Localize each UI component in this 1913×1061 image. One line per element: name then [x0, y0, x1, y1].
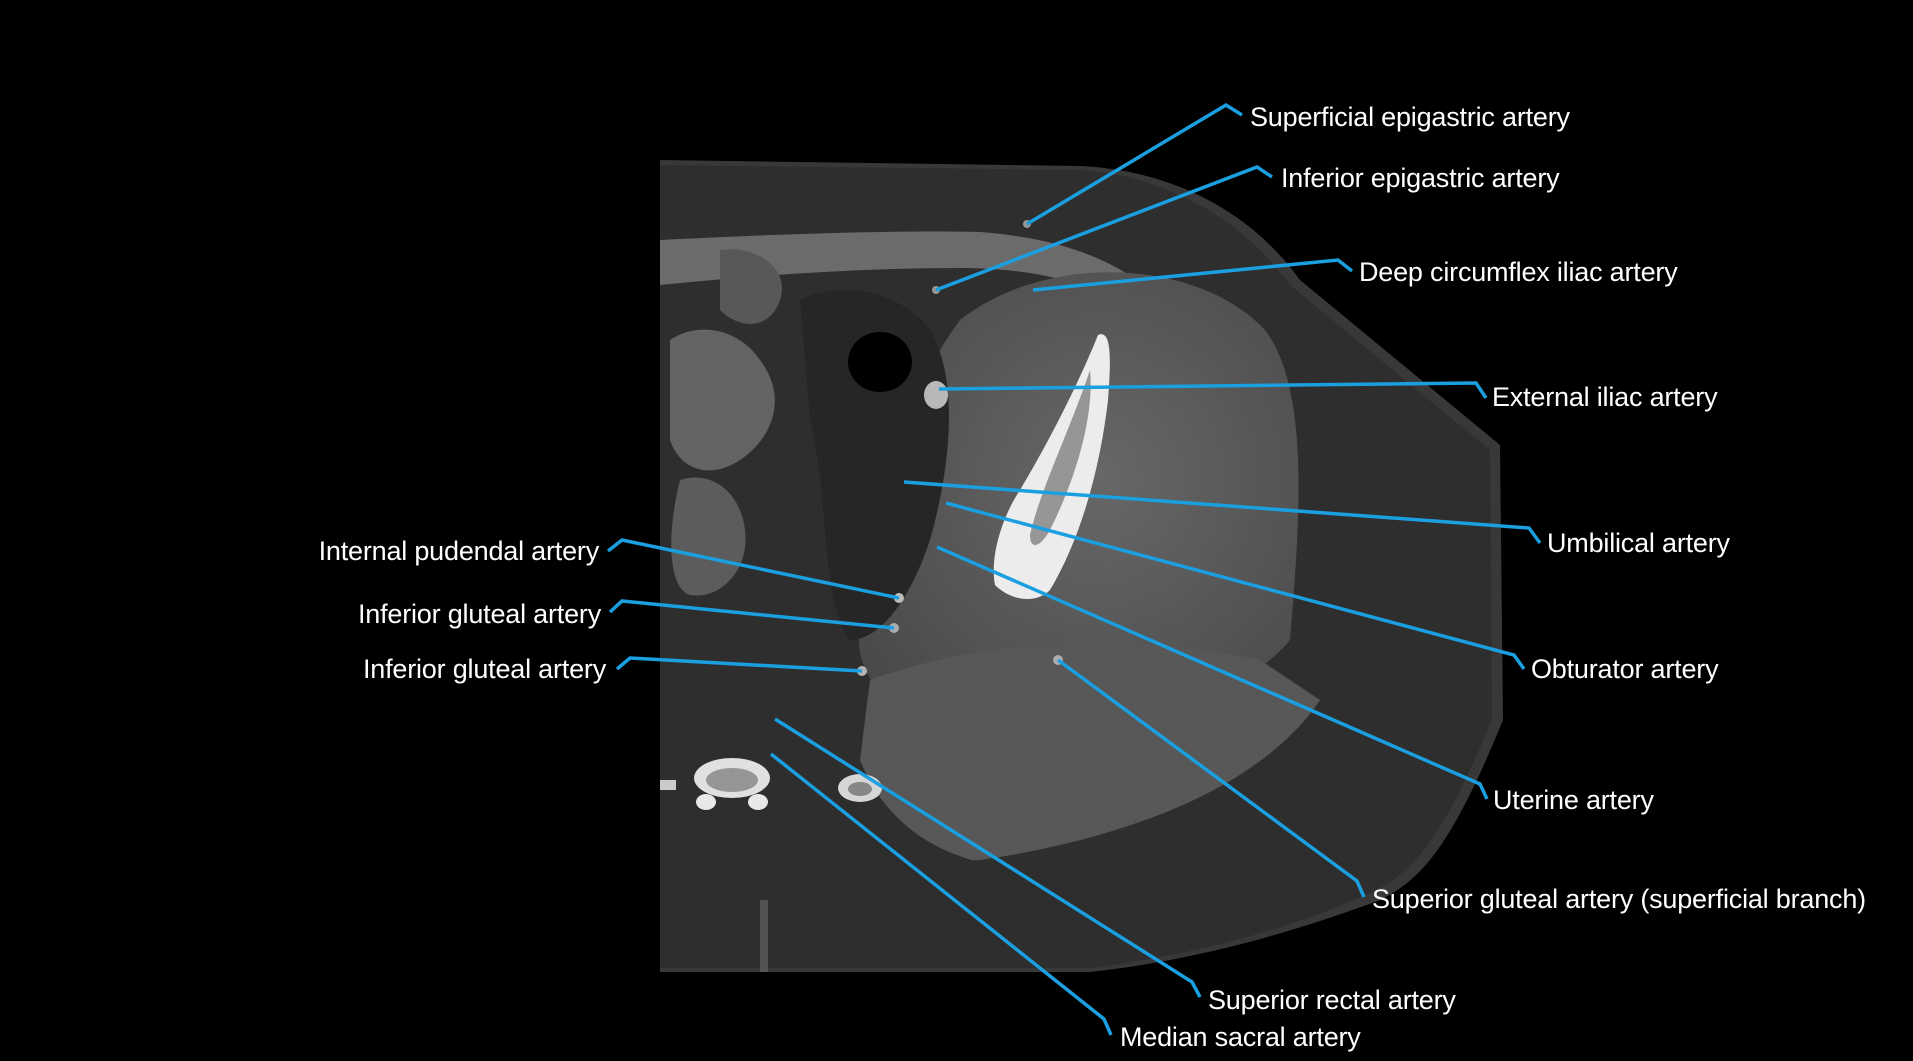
- deep-circumflex-iliac-artery-label: Deep circumflex iliac artery: [1359, 257, 1678, 287]
- umbilical-artery-leader-line: [903, 480, 1542, 545]
- external-iliac-artery-label: External iliac artery: [1492, 382, 1718, 412]
- internal-pudendal-artery-leader-line: [606, 538, 900, 600]
- inferior-epigastric-artery-leader-line: [935, 165, 1273, 292]
- inferior-epigastric-artery-label: Inferior epigastric artery: [1281, 163, 1560, 193]
- umbilical-artery-label: Umbilical artery: [1547, 528, 1730, 558]
- internal-pudendal-artery-label: Internal pudendal artery: [318, 536, 600, 566]
- inferior-gluteal-artery-2-leader-line: [615, 656, 863, 673]
- inferior-gluteal-artery-1-leader-line: [608, 599, 895, 630]
- superior-gluteal-artery-superficial-branch-label: Superior gluteal artery (superficial bra…: [1372, 884, 1866, 914]
- superior-rectal-artery-leader-line: [774, 717, 1202, 998]
- superficial-epigastric-artery-label: Superficial epigastric artery: [1250, 102, 1570, 132]
- uterine-artery-label: Uterine artery: [1493, 785, 1654, 815]
- median-sacral-artery-label: Median sacral artery: [1120, 1022, 1361, 1052]
- deep-circumflex-iliac-artery-leader-line: [1032, 258, 1354, 292]
- superior-rectal-artery-label: Superior rectal artery: [1208, 985, 1456, 1015]
- superior-gluteal-artery-superficial-branch-leader-line: [1056, 658, 1366, 898]
- inferior-gluteal-artery-1-label: Inferior gluteal artery: [357, 599, 601, 629]
- obturator-artery-leader-line: [945, 501, 1526, 671]
- median-sacral-artery-leader-line: [769, 752, 1113, 1036]
- obturator-artery-label: Obturator artery: [1531, 654, 1719, 684]
- inferior-gluteal-artery-2-label: Inferior gluteal artery: [362, 654, 606, 684]
- superficial-epigastric-artery-leader-line: [1026, 102, 1243, 226]
- uterine-artery-leader-line: [936, 545, 1489, 800]
- external-iliac-artery-leader-line: [938, 381, 1488, 399]
